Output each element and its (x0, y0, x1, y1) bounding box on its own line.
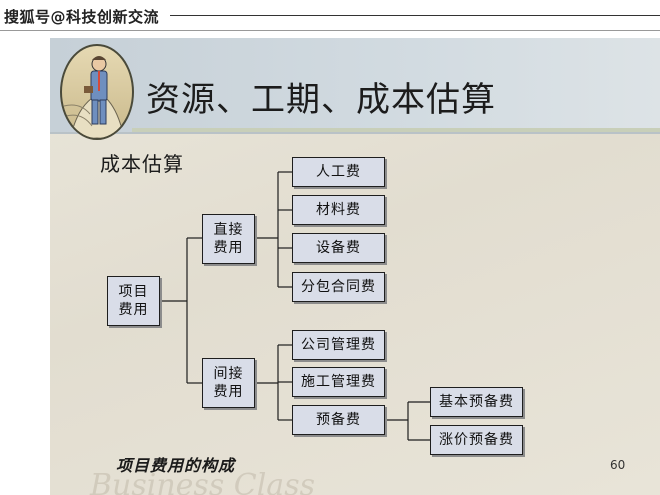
watermark-rule (170, 15, 660, 16)
indirect-item-label: 预备费 (316, 412, 361, 428)
direct-item-box: 人工费 (292, 157, 385, 187)
indirect-item-box: 施工管理费 (292, 367, 385, 397)
diagram-caption: 项目费用的构成 (116, 456, 236, 475)
indirect-cost-box: 间接 费用 (202, 358, 255, 408)
title-band (50, 38, 660, 134)
connector-lines (160, 171, 430, 441)
reserve-item-label: 涨价预备费 (439, 432, 514, 448)
root-label: 项目 费用 (118, 284, 149, 318)
page-number: 60 (610, 458, 626, 472)
indirect-item-box: 预备费 (292, 405, 385, 435)
reserve-item-box: 涨价预备费 (430, 425, 523, 455)
title-band-accent (132, 128, 660, 132)
watermark: 搜狐号@科技创新交流 (0, 0, 660, 30)
direct-item-box: 分包合同费 (292, 272, 385, 302)
direct-item-label: 材料费 (316, 202, 361, 218)
direct-item-label: 设备费 (316, 240, 361, 256)
indirect-item-label: 公司管理费 (301, 337, 376, 353)
top-divider (0, 30, 660, 31)
direct-cost-box: 直接 费用 (202, 214, 255, 264)
direct-item-label: 分包合同费 (301, 279, 376, 295)
direct-item-box: 材料费 (292, 195, 385, 225)
slide: Business Class 资源、工期、成本估算 成本估算 (50, 38, 660, 495)
reserve-item-box: 基本预备费 (430, 387, 523, 417)
indirect-cost-label: 间接 费用 (213, 366, 244, 400)
indirect-item-box: 公司管理费 (292, 330, 385, 360)
slide-title: 资源、工期、成本估算 (146, 80, 496, 120)
watermark-text: 搜狐号@科技创新交流 (4, 8, 160, 26)
reserve-item-label: 基本预备费 (439, 394, 514, 410)
root-box: 项目 费用 (107, 276, 160, 326)
section-subtitle: 成本估算 (100, 152, 184, 176)
direct-item-label: 人工费 (316, 164, 361, 180)
indirect-item-label: 施工管理费 (301, 374, 376, 390)
direct-cost-label: 直接 费用 (213, 222, 244, 256)
businessman-illustration-icon (60, 44, 134, 140)
direct-item-box: 设备费 (292, 233, 385, 263)
